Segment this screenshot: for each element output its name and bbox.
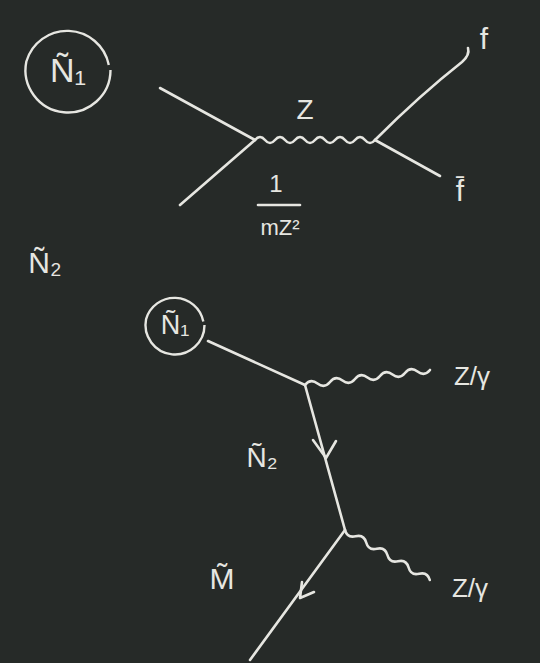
fermion-line	[160, 88, 255, 140]
arrow-head	[313, 440, 336, 458]
fraction-bar	[258, 204, 300, 207]
circle-stroke	[26, 31, 111, 113]
fermion-line	[208, 341, 305, 385]
particle-label: Z/γ	[451, 361, 493, 392]
particle-label: Z/γ	[449, 573, 491, 604]
fermion-line	[375, 48, 468, 140]
particle-circle: Ñ₁	[24, 26, 112, 114]
particle-label: f̄	[453, 173, 467, 208]
fermion-line	[250, 530, 345, 660]
boson-line	[345, 530, 430, 580]
boson-line	[255, 137, 375, 143]
particle-label: M̃	[207, 561, 238, 596]
particle-label: f	[477, 21, 491, 56]
particle-circle: Ñ₁	[144, 294, 206, 356]
circle-stroke	[146, 298, 205, 355]
fermion-line	[305, 385, 345, 530]
particle-label: Z	[293, 94, 316, 127]
fermion-line	[180, 140, 255, 205]
particle-label: 1	[266, 170, 285, 198]
particle-name: Ñ₁	[50, 53, 86, 87]
particle-label: mZ²	[257, 215, 302, 241]
particle-label: Ñ₂	[25, 245, 64, 280]
particle-label: Ñ₂	[243, 442, 280, 475]
particle-name: Ñ₁	[161, 312, 190, 339]
fermion-line	[375, 140, 440, 176]
boson-line	[305, 369, 430, 386]
arrow-head	[300, 582, 314, 598]
